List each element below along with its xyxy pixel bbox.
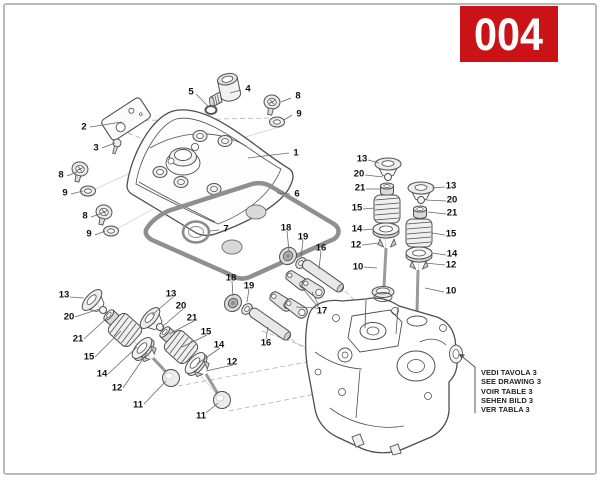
oring-drawing	[204, 105, 218, 115]
valve-assembly-right-a	[371, 157, 402, 298]
leader-lines	[66, 89, 447, 414]
valve-assembly-left-1	[78, 285, 180, 387]
note-callout-leader	[458, 353, 476, 413]
valve-assembly-left-2	[136, 303, 231, 409]
cylinder-head-drawing	[305, 292, 463, 456]
page-border	[3, 3, 597, 475]
note-line-fr: VOIR TABLE 3	[481, 386, 533, 396]
seal-ring-drawing	[181, 220, 211, 244]
valve-assembly-right-b	[405, 181, 435, 324]
bracket-plate-drawing	[101, 97, 151, 141]
screw-drawing	[112, 138, 122, 155]
see-drawing-note: VEDI TAVOLA 3 SEE DRAWING 3 VOIR TABLE 3…	[481, 368, 541, 414]
gasket-drawing	[143, 180, 341, 281]
note-line-de: SEHEN BILD 3	[481, 395, 534, 405]
table-number-badge: 004	[460, 6, 558, 62]
table-number: 004	[474, 8, 544, 60]
note-line-it: VEDI TAVOLA 3	[481, 368, 537, 377]
valve-cover-drawing	[126, 109, 294, 237]
note-line-es: VER TABLA 3	[481, 405, 530, 415]
bolt-drawing	[68, 159, 90, 185]
bolt-drawing	[261, 93, 282, 117]
elbow-fitting-drawing	[208, 72, 242, 108]
rocker-arm-drawing	[282, 295, 310, 321]
note-line-en: SEE DRAWING 3	[481, 377, 542, 387]
washer-drawing	[269, 116, 285, 128]
washer-drawing	[103, 225, 119, 237]
